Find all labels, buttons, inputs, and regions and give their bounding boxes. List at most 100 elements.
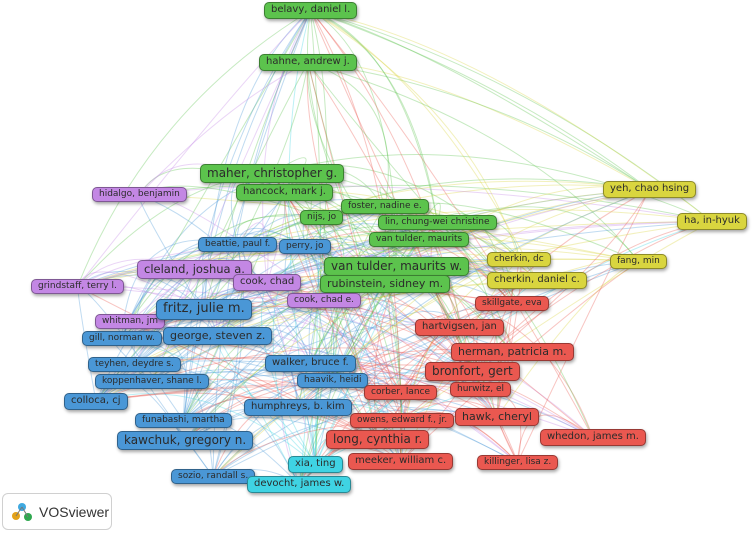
author-node[interactable]: lin, chung-wei christine — [378, 215, 497, 231]
author-node[interactable]: maher, christopher g. — [200, 164, 345, 184]
author-node[interactable]: devocht, james w. — [247, 476, 352, 493]
author-node[interactable]: cherkin, daniel c. — [487, 272, 587, 289]
author-node[interactable]: funabashi, martha — [135, 413, 232, 429]
co-authorship-link — [310, 10, 650, 190]
co-authorship-link — [377, 221, 713, 440]
co-authorship-link — [307, 62, 403, 421]
co-authorship-link — [77, 270, 205, 310]
author-node[interactable]: hartvigsen, jan — [415, 319, 504, 336]
co-authorship-link — [307, 62, 639, 262]
co-authorship-link — [129, 221, 713, 322]
co-authorship-link — [310, 10, 538, 281]
co-authorship-link — [304, 246, 335, 465]
author-node[interactable]: meeker, william c. — [348, 453, 454, 470]
co-authorship-link — [212, 259, 520, 477]
co-authorship-link — [307, 10, 386, 285]
co-authorship-link — [212, 189, 650, 477]
co-authorship-link — [183, 10, 311, 421]
co-authorship-link — [237, 222, 269, 283]
author-node[interactable]: whitman, jm — [95, 314, 166, 330]
co-authorship-link — [308, 206, 386, 364]
author-node[interactable]: george, steven z. — [163, 327, 273, 345]
co-authorship-link — [203, 309, 316, 465]
author-node[interactable]: yeh, chao hsing — [603, 181, 697, 198]
author-node[interactable]: hidalgo, benjamin — [92, 187, 187, 203]
co-authorship-link — [134, 280, 538, 365]
author-node[interactable]: killinger, lisa z. — [477, 455, 559, 471]
author-node[interactable]: corber, lance — [364, 385, 438, 401]
co-authorship-link — [310, 10, 650, 190]
author-node[interactable]: walker, bruce f. — [265, 355, 356, 372]
author-node[interactable]: hurwitz, el — [450, 382, 511, 398]
co-authorship-link — [304, 246, 401, 462]
co-authorship-link — [307, 62, 650, 190]
author-node[interactable]: long, cynthia r. — [326, 430, 430, 450]
author-node[interactable]: koppenhaver, shane l. — [95, 374, 209, 390]
author-node[interactable]: humphreys, b. kim — [244, 399, 352, 416]
author-node[interactable]: cook, chad e. — [287, 293, 362, 309]
co-authorship-link — [310, 10, 438, 223]
author-node[interactable]: van tulder, maurits w. — [324, 257, 470, 277]
co-authorship-link — [139, 185, 713, 222]
author-node[interactable]: beattie, paul f. — [198, 237, 278, 253]
author-node[interactable]: cherkin, dc — [487, 252, 551, 268]
author-node[interactable]: hancock, mark j. — [236, 184, 333, 201]
author-node[interactable]: fang, min — [610, 254, 667, 270]
author-node[interactable]: gill, norman w. — [82, 331, 162, 347]
author-node[interactable]: grindstaff, terry l. — [31, 279, 124, 295]
author-node[interactable]: fritz, julie m. — [156, 299, 252, 320]
co-authorship-link — [310, 10, 713, 222]
author-node[interactable]: sozio, randall s. — [171, 469, 256, 485]
author-node[interactable]: skillgate, eva — [475, 296, 549, 312]
co-authorship-link — [237, 209, 713, 245]
author-node[interactable]: haavik, heidi — [297, 373, 369, 389]
co-authorship-link — [237, 213, 520, 260]
co-authorship-link — [77, 10, 311, 287]
author-node[interactable]: owens, edward f., jr. — [350, 413, 455, 429]
author-node[interactable]: teyhen, deydre s. — [88, 357, 181, 373]
co-authorship-link — [310, 10, 473, 372]
co-authorship-link — [77, 286, 594, 438]
co-authorship-link — [121, 338, 316, 465]
vosviewer-logo-icon — [12, 502, 32, 521]
author-node[interactable]: hawk, cheryl — [455, 408, 539, 426]
co-authorship-link — [183, 379, 299, 421]
author-node[interactable]: colloca, cj — [64, 393, 128, 410]
author-node[interactable]: hahne, andrew j. — [259, 54, 357, 71]
author-node[interactable]: bronfort, gert — [425, 362, 520, 382]
co-authorship-link — [194, 10, 311, 270]
author-node[interactable]: rubinstein, sidney m. — [320, 275, 451, 293]
author-node[interactable]: cook, chad — [233, 274, 302, 291]
co-authorship-link — [307, 62, 401, 393]
author-node[interactable]: xia, ting — [288, 456, 343, 473]
co-authorship-link — [332, 189, 650, 381]
co-authorship-link — [272, 246, 306, 485]
author-node[interactable]: van tulder, maurits — [369, 232, 470, 248]
co-authorship-link — [184, 303, 513, 441]
vosviewer-logo-text: VOSviewer — [39, 503, 110, 520]
co-authorship-link — [517, 189, 650, 463]
author-node[interactable]: foster, nadine e. — [341, 199, 429, 215]
vosviewer-logo: VOSviewer — [2, 493, 112, 530]
co-authorship-link — [307, 62, 513, 304]
author-node[interactable]: nijs, jo — [300, 210, 344, 226]
author-node[interactable]: whedon, james m. — [540, 429, 646, 446]
author-node[interactable]: ha, in-hyuk — [677, 213, 747, 230]
co-authorship-link — [283, 192, 403, 421]
author-node[interactable]: kawchuk, gregory n. — [117, 431, 254, 451]
co-authorship-link — [323, 300, 518, 463]
co-authorship-link — [307, 62, 389, 207]
co-authorship-link — [203, 221, 713, 310]
co-authorship-link — [310, 10, 438, 223]
co-authorship-link — [151, 246, 306, 382]
co-authorship-link — [306, 62, 403, 421]
author-node[interactable]: belavy, daniel l. — [264, 2, 358, 19]
author-node[interactable]: perry, jo — [279, 239, 331, 255]
author-node[interactable]: herman, patricia m. — [451, 343, 574, 361]
co-authorship-link — [121, 173, 273, 339]
author-node[interactable]: cleland, joshua a. — [137, 260, 252, 279]
co-authorship-link — [304, 246, 378, 440]
co-authorship-link — [217, 335, 300, 485]
co-authorship-link — [310, 310, 460, 364]
